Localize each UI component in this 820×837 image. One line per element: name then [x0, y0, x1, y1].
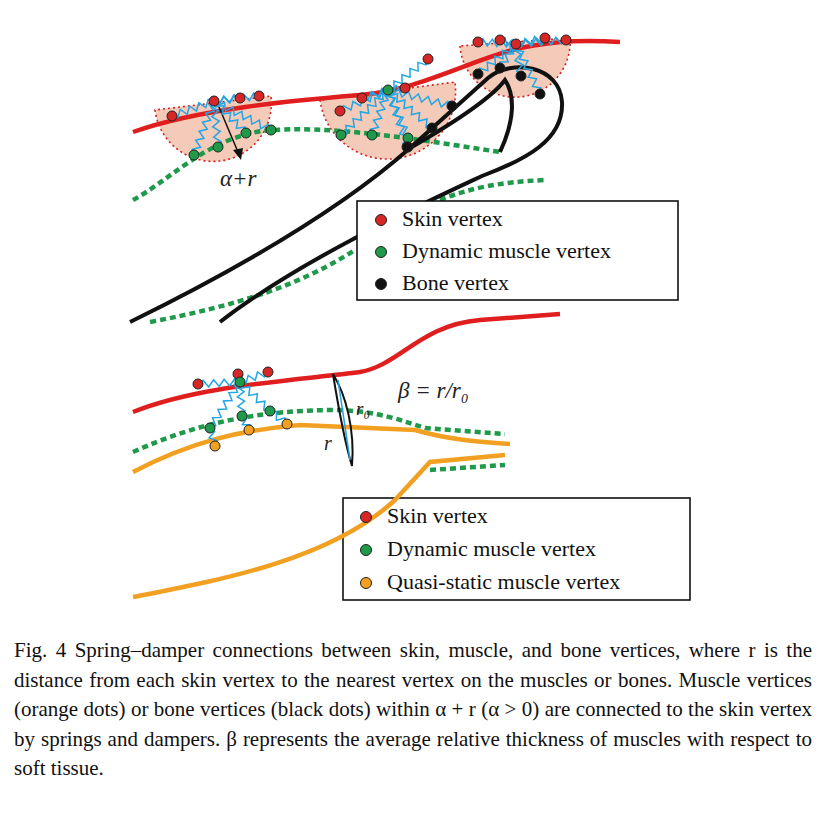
legend-swatch	[360, 577, 372, 589]
legend-swatch	[360, 544, 372, 556]
vertex-dot	[423, 54, 433, 64]
vertex-dot	[473, 69, 483, 79]
vertex-dot	[495, 63, 505, 73]
vertex-dot	[336, 130, 346, 140]
vertex-dot	[400, 83, 410, 93]
legend-text: Dynamic muscle vertex	[402, 238, 611, 264]
legend-text: Quasi-static muscle vertex	[387, 569, 620, 595]
vertex-dot	[495, 35, 505, 45]
annotation-label: r	[324, 432, 332, 455]
vertex-dot	[282, 419, 292, 429]
vertex-dot	[254, 91, 264, 101]
legend-swatch	[375, 278, 387, 290]
bone-outline	[130, 67, 562, 322]
legend-swatch	[375, 214, 387, 226]
spring	[515, 44, 541, 94]
vertex-dot	[447, 101, 457, 111]
spring	[198, 379, 240, 387]
vertex-dot	[335, 106, 345, 116]
spring	[478, 44, 516, 74]
annotation-label: β = r/r₀	[398, 378, 469, 404]
vertex-dot	[427, 123, 437, 133]
skin-line	[133, 314, 560, 412]
vertex-dot	[189, 150, 199, 160]
legend-text: Bone vertex	[402, 270, 509, 296]
spring	[214, 93, 259, 104]
legend-frame	[357, 201, 678, 300]
vertex-dot	[265, 406, 275, 416]
annotation-label: r₀	[356, 398, 370, 420]
legend-swatch	[360, 511, 372, 523]
spring	[388, 89, 452, 107]
spring	[192, 101, 214, 155]
vertex-dot	[511, 39, 521, 49]
vertex-dot	[205, 423, 215, 433]
vertex-dot	[540, 33, 550, 43]
vertex-dot	[193, 379, 203, 389]
spring	[210, 382, 240, 428]
vertex-dot	[263, 367, 273, 377]
vertex-dot	[210, 441, 220, 451]
vertex-dot	[357, 93, 367, 103]
figure-caption: Fig. 4 Spring–damper connections between…	[14, 636, 812, 784]
legend-frame	[343, 498, 690, 600]
spring	[240, 382, 270, 411]
vertex-dot	[535, 89, 545, 99]
vertex-dot	[241, 128, 251, 138]
vertex-dot	[383, 85, 393, 95]
arrow-head	[233, 148, 243, 160]
vertex-dot	[235, 93, 245, 103]
influence-region	[155, 38, 570, 161]
thickness-gauge	[333, 374, 353, 466]
spring	[340, 89, 388, 111]
vertex-dot	[213, 142, 223, 152]
vertex-dot	[237, 411, 247, 421]
vertex-dot	[266, 125, 276, 135]
vertex-dot	[402, 142, 412, 152]
thickness-line	[338, 380, 350, 460]
vertex-dot	[473, 37, 483, 47]
vertex-dot	[167, 111, 177, 121]
vertex-dot	[516, 71, 526, 81]
vertex-dot	[244, 425, 254, 435]
legend-text: Skin vertex	[402, 206, 503, 232]
annotation-label: α+r	[220, 166, 257, 192]
vertex-dot	[367, 130, 377, 140]
spring	[341, 90, 388, 135]
spring	[214, 101, 271, 130]
legend-text: Skin vertex	[387, 503, 488, 529]
spring	[370, 90, 388, 135]
legend-text: Dynamic muscle vertex	[387, 536, 596, 562]
skin-line	[133, 41, 620, 132]
vertex-dot	[403, 142, 413, 152]
vertex-dot	[235, 377, 245, 387]
spring	[211, 101, 221, 147]
vertex-dot	[561, 35, 571, 45]
legend-swatch	[375, 246, 387, 258]
vertex-dot	[209, 96, 219, 106]
